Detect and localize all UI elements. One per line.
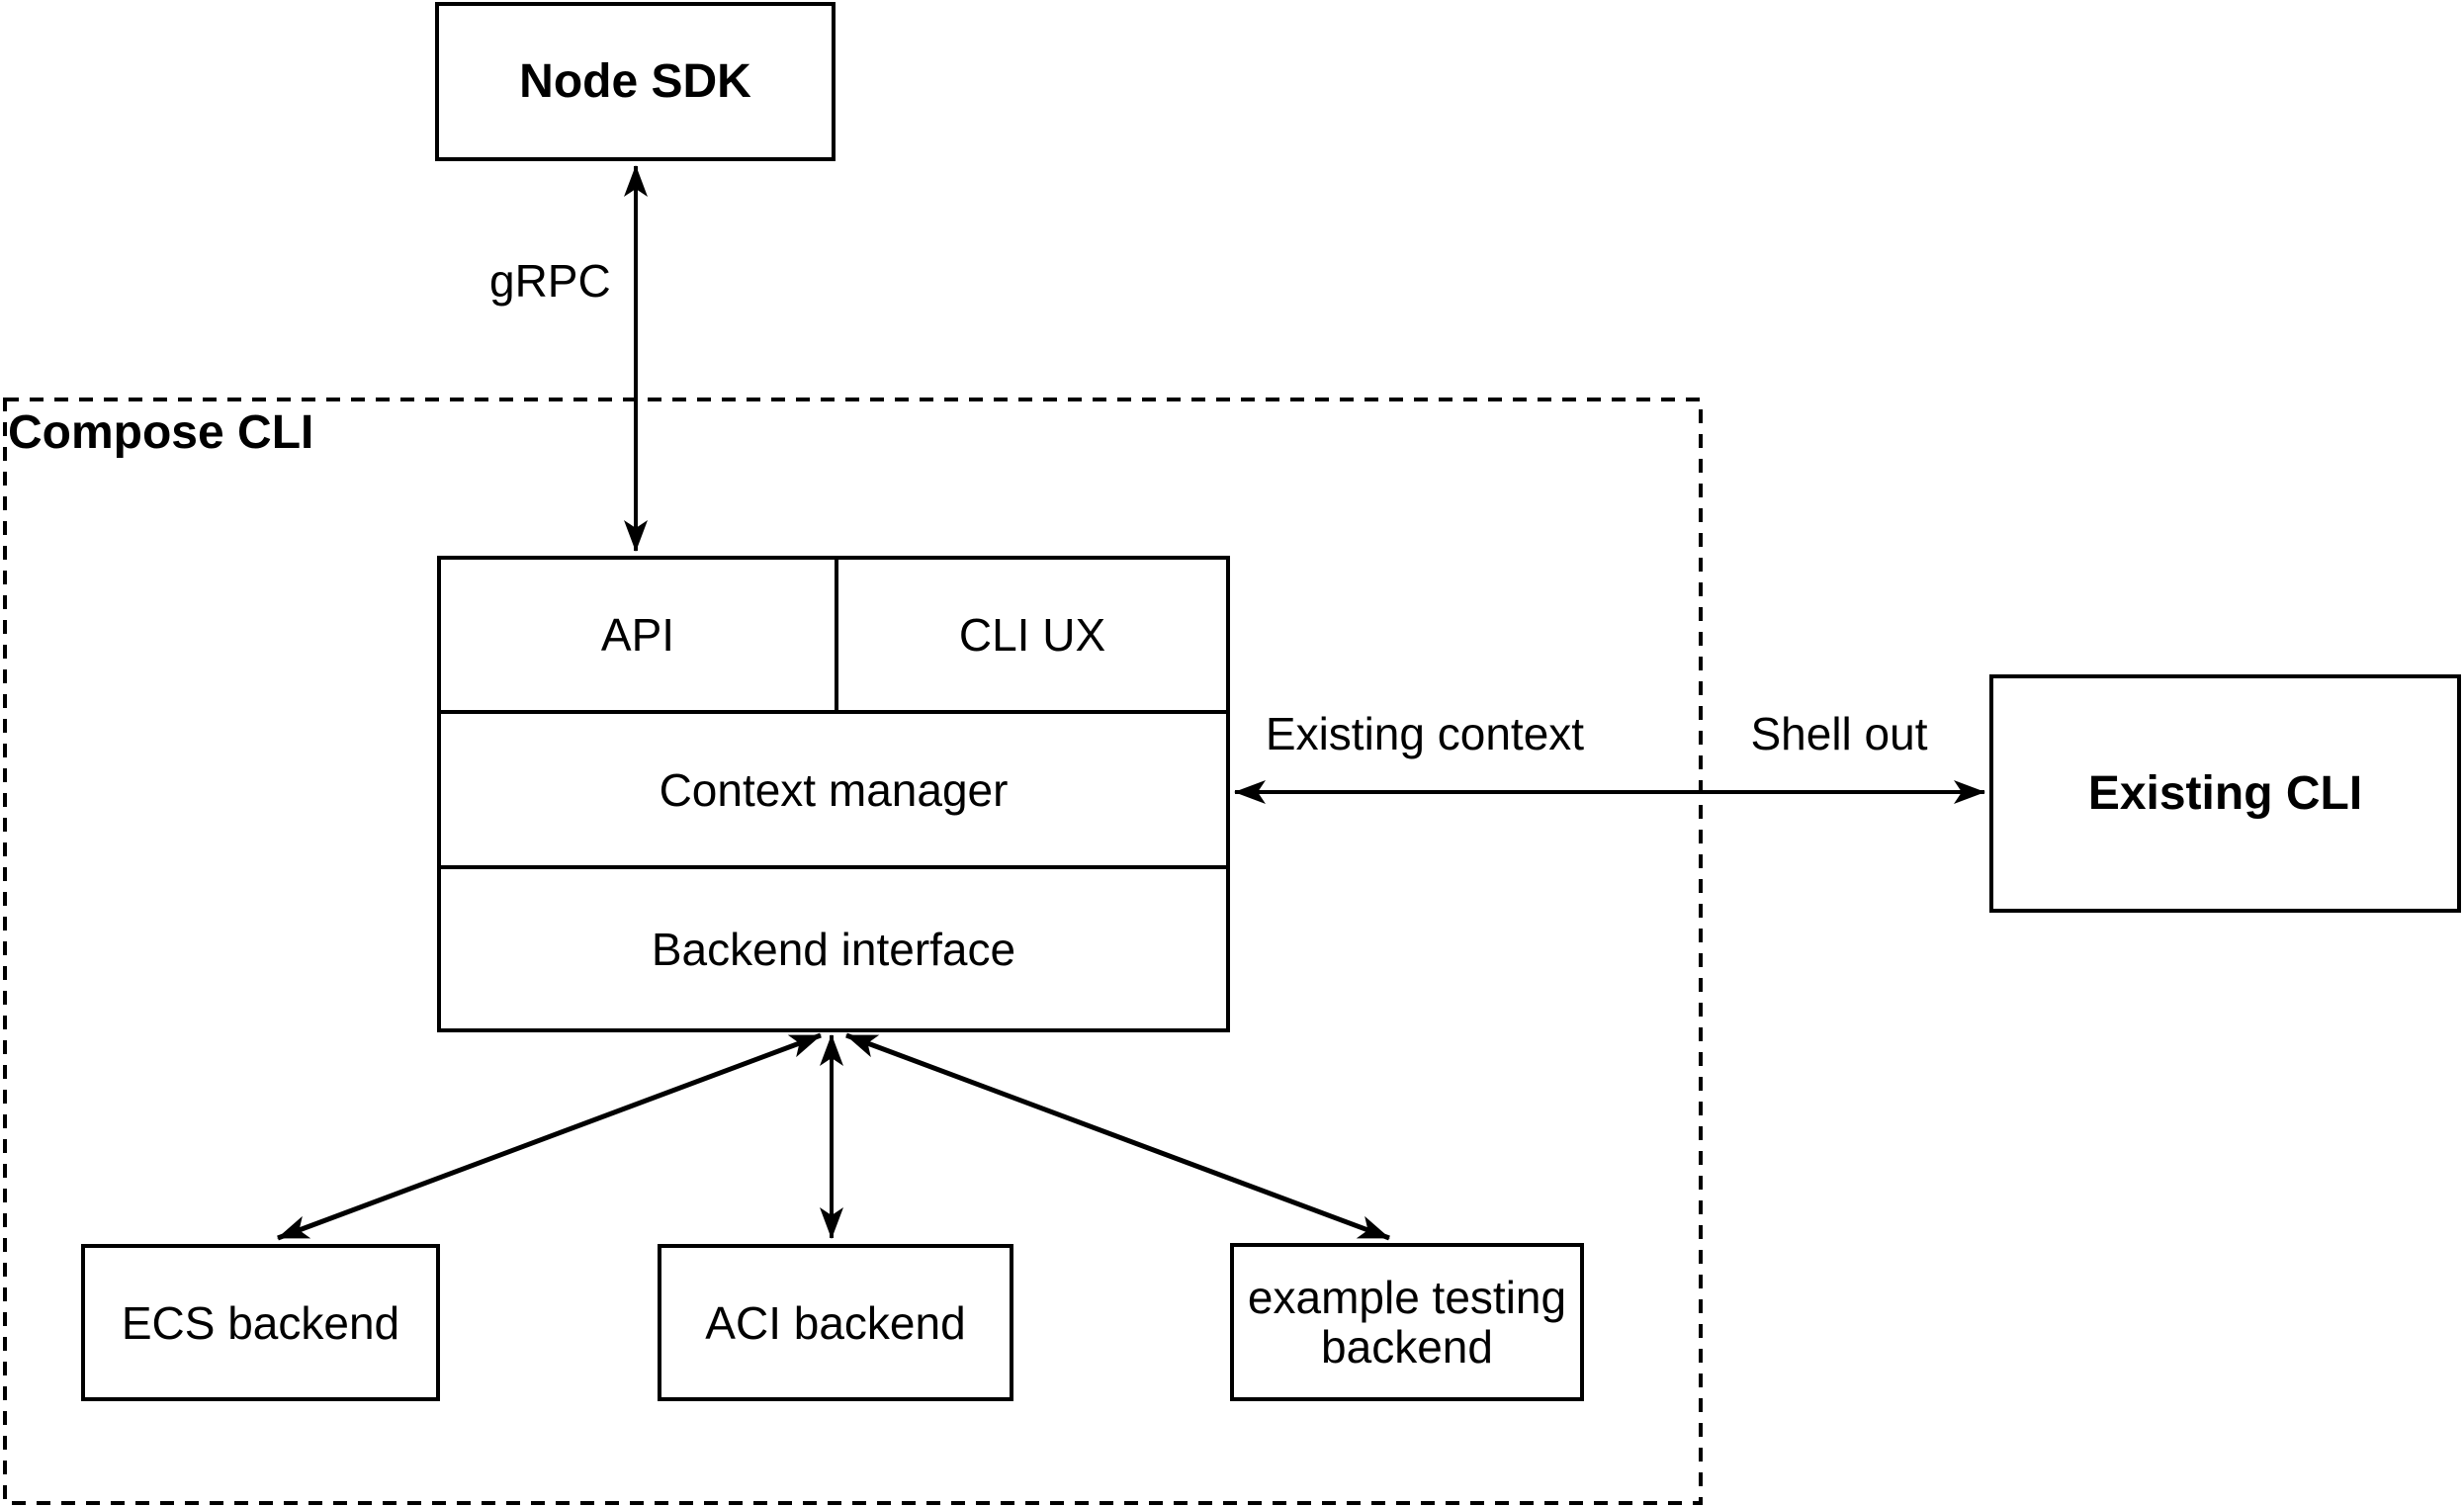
example-testing-backend-box: example testing backend (1230, 1243, 1584, 1401)
example-testing-backend-label: example testing backend (1247, 1272, 1567, 1373)
cli-ux-label: CLI UX (958, 609, 1106, 661)
existing-cli-box: Existing CLI (1989, 674, 2461, 913)
context-manager-label: Context manager (659, 763, 1009, 816)
node-sdk-box: Node SDK (435, 2, 836, 161)
ecs-backend-box: ECS backend (81, 1244, 440, 1401)
shell-out-edge-label: Shell out (1750, 708, 1928, 759)
existing-context-edge-label: Existing context (1265, 708, 1585, 759)
api-box: API (441, 560, 838, 710)
compose-cli-dashed-container (3, 398, 1703, 1505)
ecs-backend-label: ECS backend (121, 1296, 400, 1349)
backend-interface-box: Backend interface (441, 869, 1226, 1028)
api-cliux-row: API CLI UX (441, 560, 1226, 714)
aci-backend-box: ACI backend (658, 1244, 1013, 1401)
grpc-edge-label: gRPC (489, 255, 611, 307)
context-manager-box: Context manager (441, 714, 1226, 869)
example-backend-arrow (845, 1032, 1390, 1241)
existing-cli-label: Existing CLI (2087, 766, 2363, 820)
api-label: API (600, 609, 675, 661)
cli-ux-box: CLI UX (838, 560, 1226, 710)
ecs-backend-arrow (277, 1032, 822, 1241)
node-sdk-label: Node SDK (519, 54, 751, 108)
compose-cli-core-box: API CLI UX Context manager Backend inter… (437, 556, 1230, 1032)
backend-interface-label: Backend interface (651, 923, 1016, 975)
aci-backend-label: ACI backend (705, 1296, 966, 1349)
compose-cli-container-label: Compose CLI (8, 406, 314, 459)
